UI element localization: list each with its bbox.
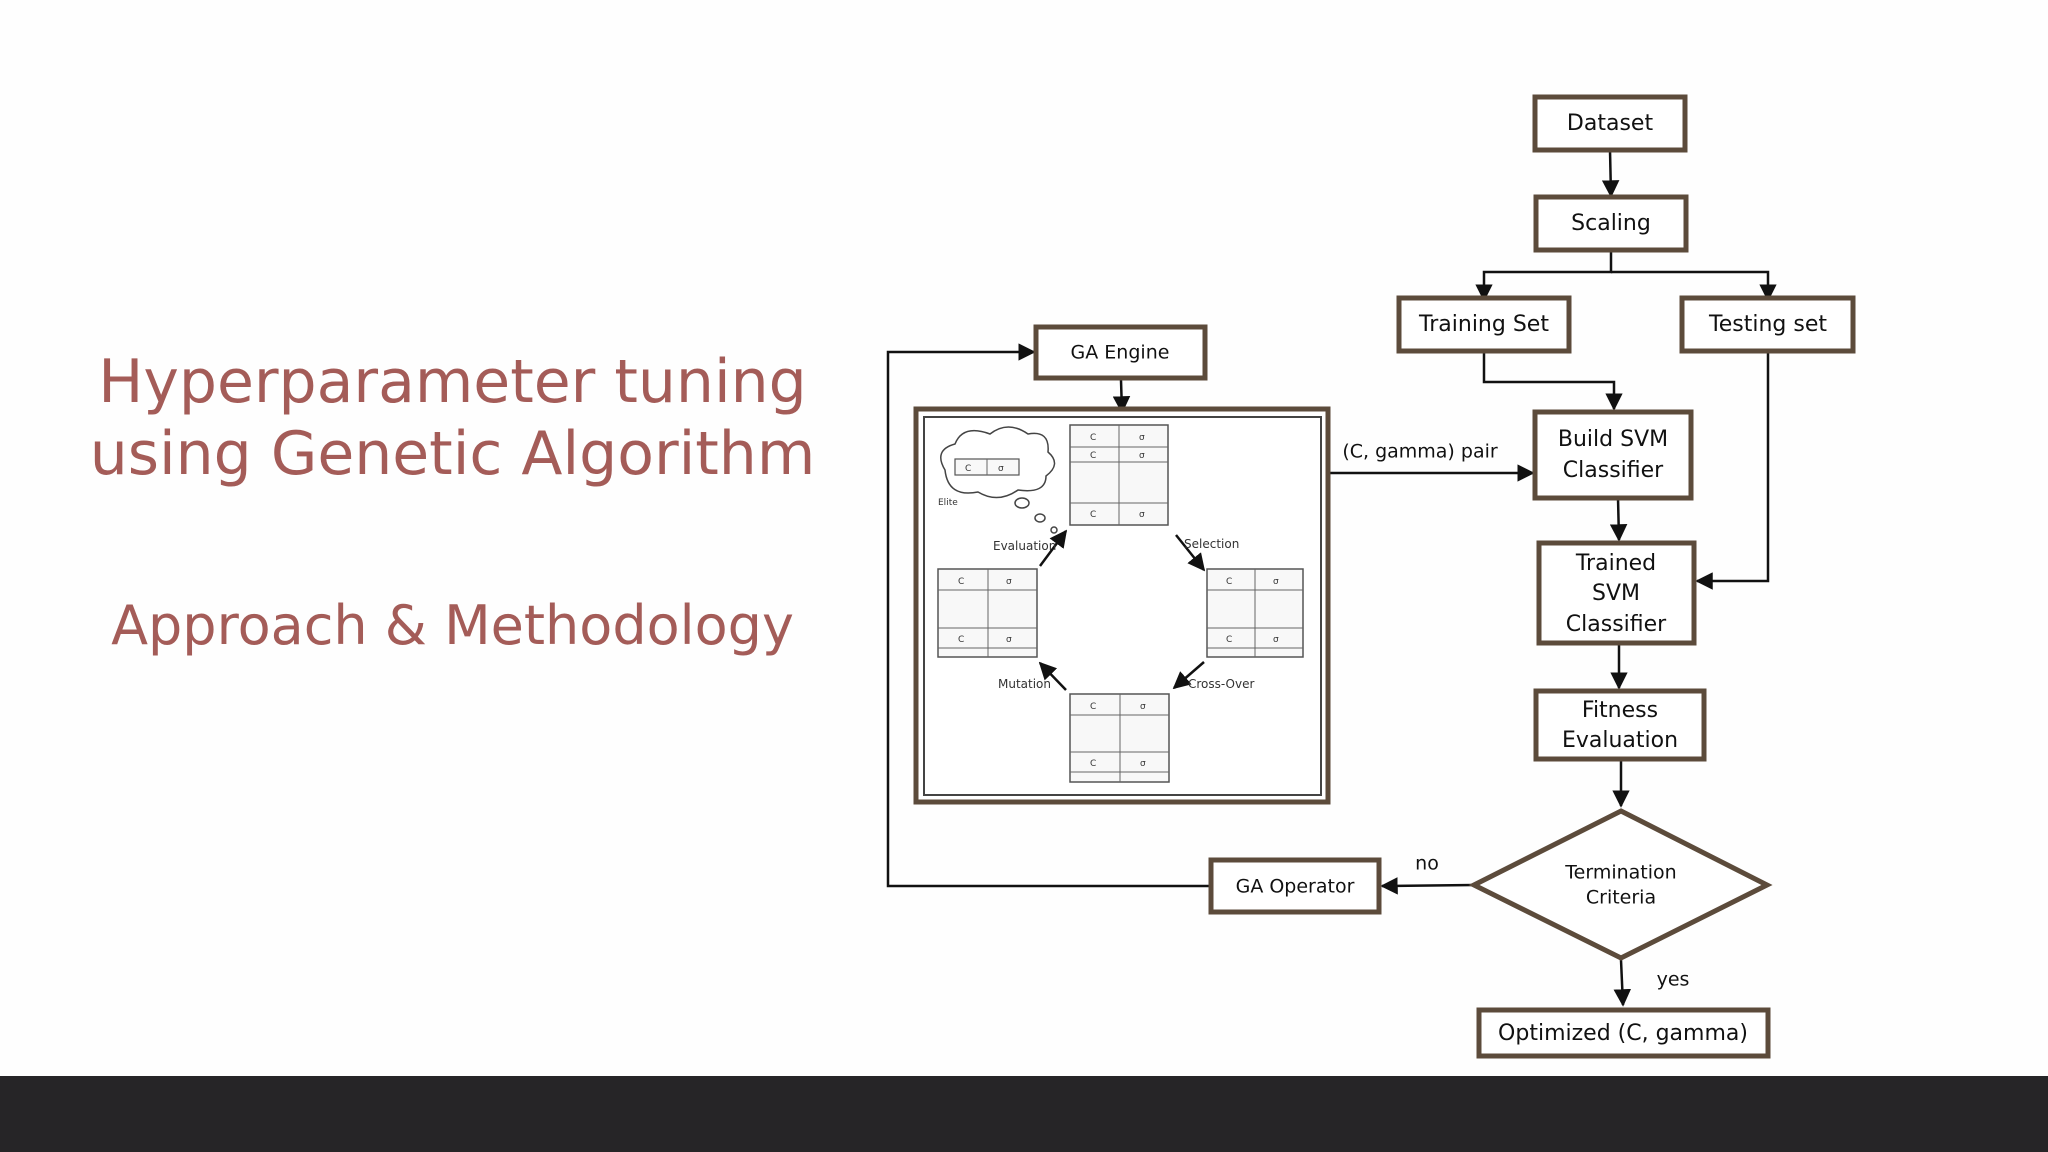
scaling-label: Scaling (1571, 211, 1651, 236)
ga-engine-box: GA Engine (1033, 324, 1208, 381)
svg-text:C: C (958, 635, 964, 645)
arrow-scaling-to-training (1475, 250, 1613, 302)
fitness-label-line1: Fitness (1582, 698, 1658, 723)
svg-text:σ: σ (1273, 577, 1279, 587)
arrow-build-to-trained (1609, 497, 1628, 542)
connectors (886, 149, 1777, 1007)
mutation-label: Mutation (998, 677, 1051, 691)
arrow-testing-to-trained (1695, 351, 1770, 590)
trained-svm-label-line1: Trained (1575, 551, 1656, 576)
ga-operator-box: GA Operator (1208, 857, 1382, 915)
training-set-box: Training Set (1396, 295, 1572, 354)
trained-svm-label-line2: SVM (1592, 581, 1640, 606)
svg-text:σ: σ (1139, 510, 1145, 520)
pair-label: (C, gamma) pair (1342, 441, 1498, 463)
svg-text:C: C (1090, 510, 1096, 520)
svg-text:C: C (1090, 759, 1096, 769)
training-set-label: Training Set (1418, 312, 1549, 337)
selection-arrow (1175, 534, 1206, 572)
build-svm-label-line2: Classifier (1563, 458, 1664, 483)
testing-set-label: Testing set (1708, 312, 1827, 337)
trained-svm-box: Trained SVM Classifier (1536, 540, 1697, 646)
dataset-box: Dataset (1532, 94, 1688, 153)
crossover-arrow (1172, 661, 1205, 690)
arrow-termination-to-optimized (1613, 959, 1632, 1007)
optimized-label: Optimized (C, gamma) (1498, 1021, 1748, 1046)
ga-operator-label: GA Operator (1236, 876, 1355, 898)
arrow-dataset-to-scaling (1601, 149, 1620, 198)
footer-band (0, 1076, 2048, 1152)
testing-set-box: Testing set (1679, 295, 1856, 354)
svg-text:C: C (965, 464, 971, 474)
termination-label-line1: Termination (1564, 862, 1676, 884)
svg-text:σ: σ (1139, 451, 1145, 461)
selection-label: Selection (1184, 537, 1239, 551)
arrow-scaling-to-testing (1611, 270, 1777, 302)
yes-label: yes (1657, 969, 1690, 991)
svg-text:C: C (1090, 433, 1096, 443)
termination-criteria-diamond: Termination Criteria (1468, 808, 1773, 961)
crossover-label: Cross-Over (1188, 677, 1254, 691)
svg-text:σ: σ (1139, 433, 1145, 443)
dataset-label: Dataset (1567, 111, 1654, 136)
elite-label: Elite (938, 498, 958, 508)
svg-text:σ: σ (1140, 702, 1146, 712)
no-label: no (1415, 853, 1439, 875)
termination-label-line2: Criteria (1586, 887, 1656, 909)
ga-engine-label: GA Engine (1071, 342, 1170, 364)
slide-subtitle: Approach & Methodology (111, 594, 794, 657)
slide-title: Hyperparameter tuning using Genetic Algo… (89, 347, 816, 489)
fitness-evaluation-box: Fitness Evaluation (1533, 688, 1707, 762)
svg-text:C: C (958, 577, 964, 587)
mutation-arrow (1038, 661, 1067, 691)
scaling-box: Scaling (1533, 194, 1689, 253)
trained-svm-label-line3: Classifier (1566, 612, 1667, 637)
svg-text:σ: σ (998, 464, 1004, 474)
evaluation-label: Evaluation (993, 539, 1056, 553)
svg-text:σ: σ (1273, 635, 1279, 645)
svg-text:σ: σ (1006, 577, 1012, 587)
arrow-training-to-build (1482, 351, 1623, 411)
arrow-operator-to-engine (886, 343, 1209, 888)
svg-text:C: C (1226, 635, 1232, 645)
svg-text:C: C (1090, 702, 1096, 712)
build-svm-label-line1: Build SVM (1558, 427, 1668, 452)
svg-text:σ: σ (1140, 759, 1146, 769)
svg-text:C: C (1226, 577, 1232, 587)
fitness-label-line2: Evaluation (1562, 728, 1678, 753)
arrow-termination-to-operator (1380, 877, 1475, 895)
evaluation-arrow (1038, 529, 1068, 567)
optimized-box: Optimized (C, gamma) (1476, 1007, 1771, 1059)
build-svm-box: Build SVM Classifier (1532, 409, 1694, 501)
svg-text:C: C (1090, 451, 1096, 461)
svg-text:σ: σ (1006, 635, 1012, 645)
